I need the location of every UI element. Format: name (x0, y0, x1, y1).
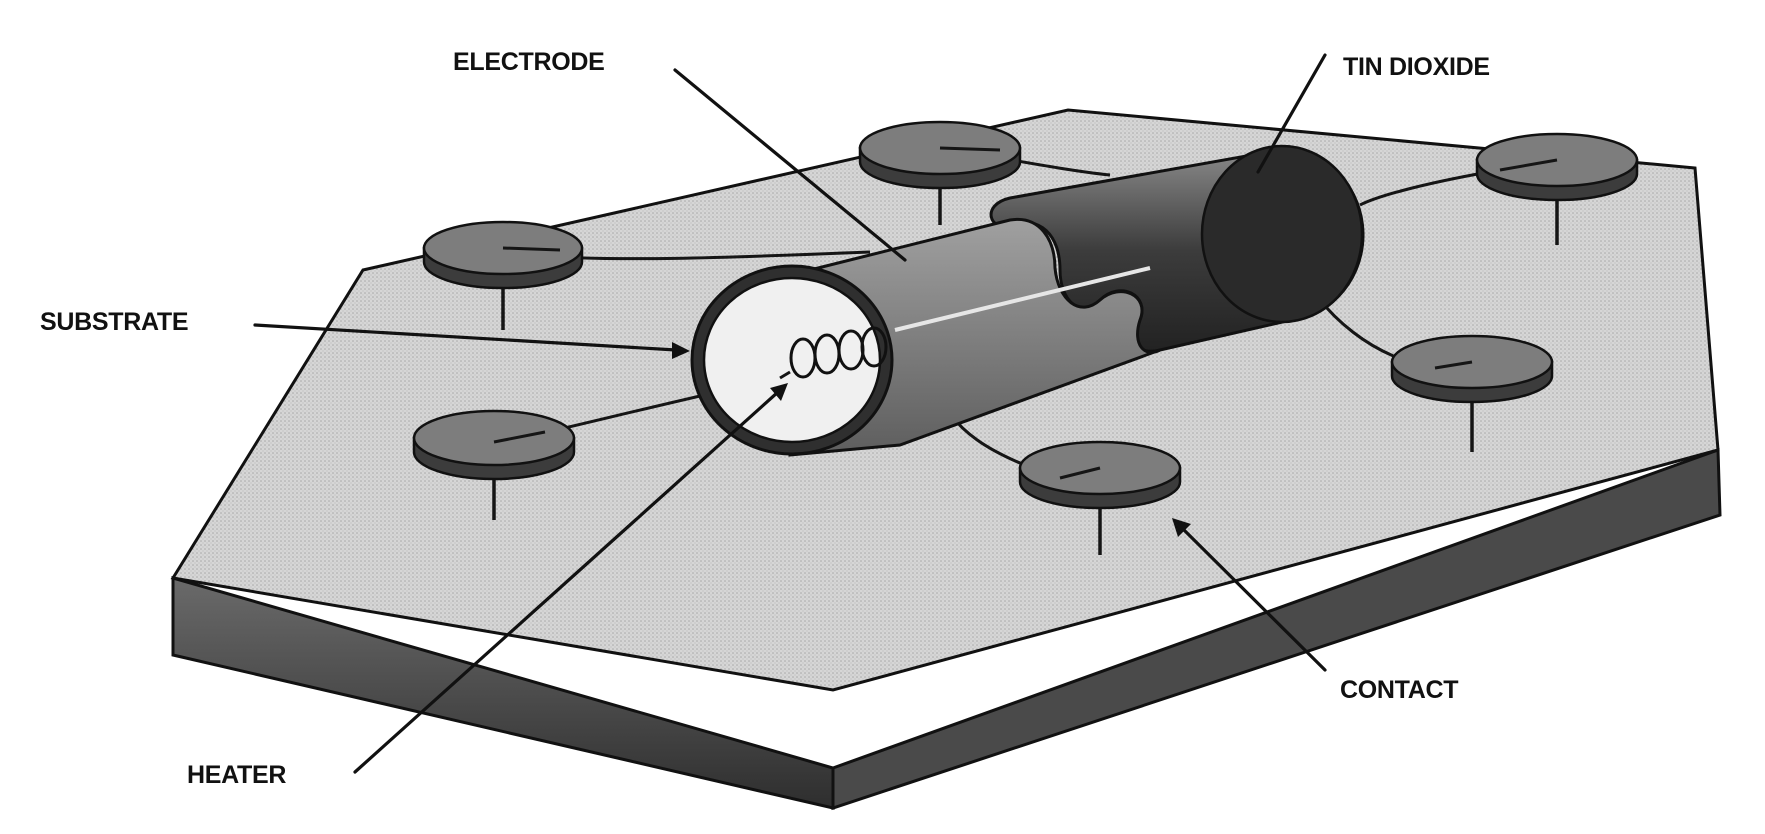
contact-pad-left-top (422, 220, 584, 290)
substrate-arrowhead (672, 342, 690, 359)
label-heater: HEATER (187, 761, 286, 789)
substrate-base (170, 108, 1722, 811)
heater-arrowhead (770, 383, 788, 401)
contact-pad-right-middle (1390, 334, 1554, 404)
substrate-tube (690, 217, 1161, 457)
tin-dioxide-end-cap (1200, 144, 1364, 324)
heater-leader (353, 390, 780, 774)
base-front-right-face (831, 447, 1722, 811)
label-contact: CONTACT (1340, 676, 1458, 704)
heater-coil (779, 326, 888, 380)
contact-pad-left-bottom (412, 409, 576, 481)
contact-pad-center-bottom (1018, 440, 1182, 510)
leader-lines (253, 53, 1327, 774)
label-tin-dioxide: TIN DIOXIDE (1343, 53, 1490, 81)
substrate-leader (253, 323, 678, 352)
label-electrode: ELECTRODE (453, 48, 604, 76)
contact-arrowhead (1172, 518, 1191, 537)
electrode-leader (673, 68, 907, 262)
diagram-labels: ELECTRODE TIN DIOXIDE SUBSTRATE HEATER C… (40, 48, 1490, 789)
contact-pads (412, 120, 1639, 510)
substrate-edge-line (894, 266, 1151, 332)
contact-pad-right-top (1475, 132, 1639, 202)
contact-leader (1180, 526, 1327, 672)
tin-dioxide-leader (1256, 53, 1327, 174)
label-substrate: SUBSTRATE (40, 308, 188, 336)
contact-pad-center-top (858, 120, 1022, 190)
